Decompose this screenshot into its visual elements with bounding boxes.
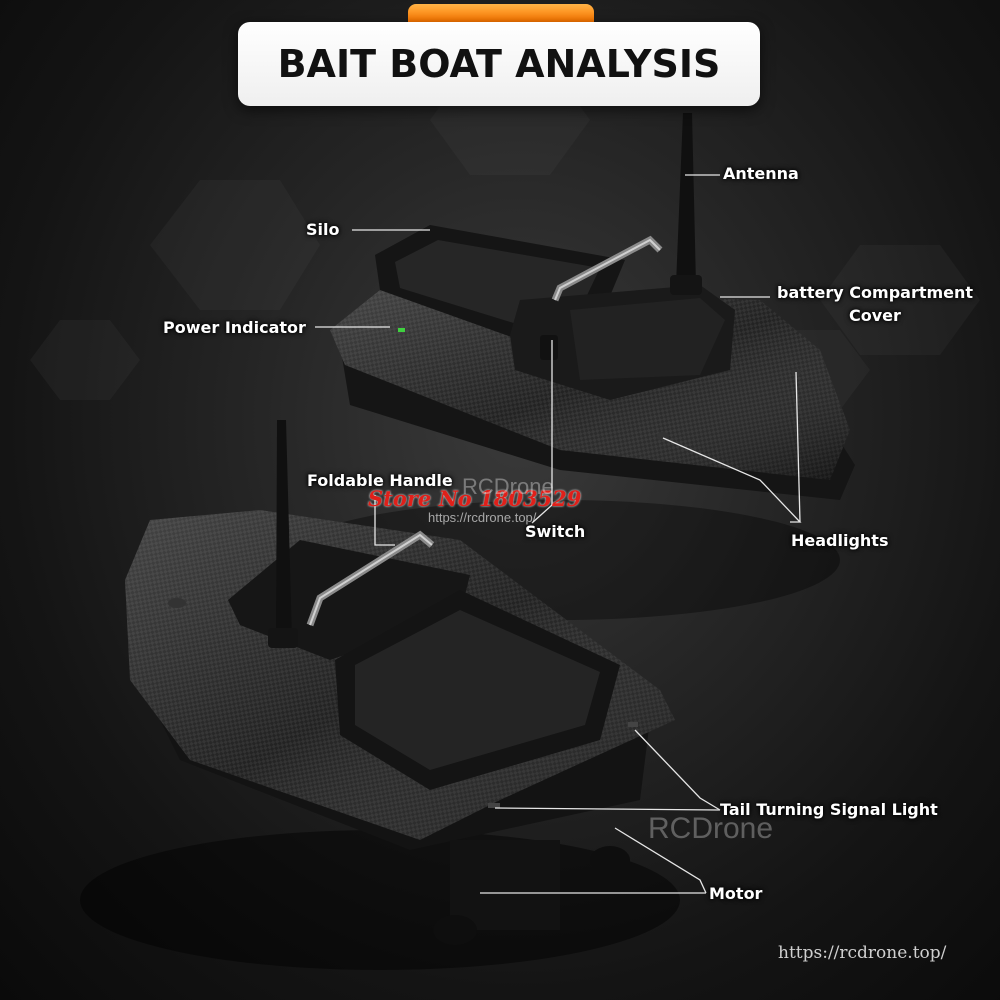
reflection-bottom-boat (80, 830, 680, 970)
store-watermark: Store No 1803529 (368, 486, 582, 511)
url-watermark-small: https://rcdrone.top/ (428, 510, 537, 525)
title-banner: BAIT BOAT ANALYSIS (238, 4, 760, 106)
url-watermark-bottom: https://rcdrone.top/ (778, 943, 947, 963)
leader-lines (315, 174, 802, 894)
label-silo: Silo (306, 220, 340, 239)
label-tail-turning-signal-light: Tail Turning Signal Light (720, 800, 938, 819)
label-antenna: Antenna (723, 164, 799, 183)
label-battery-cover-line2: Cover (849, 306, 901, 325)
page-title: BAIT BOAT ANALYSIS (277, 42, 721, 86)
label-switch: Switch (525, 522, 586, 541)
label-battery-cover-line1: battery Compartment (777, 283, 974, 302)
label-headlights: Headlights (791, 531, 889, 550)
top-boat (330, 113, 855, 500)
label-power-indicator: Power Indicator (163, 318, 306, 337)
label-foldable-handle: Foldable Handle (307, 471, 453, 490)
title-box: BAIT BOAT ANALYSIS (238, 22, 760, 106)
brand-watermark-bottom: RCDrone (648, 812, 774, 845)
bottom-boat (125, 420, 675, 945)
label-motor: Motor (709, 884, 763, 903)
brand-watermark-top: RCDrone (462, 474, 554, 499)
